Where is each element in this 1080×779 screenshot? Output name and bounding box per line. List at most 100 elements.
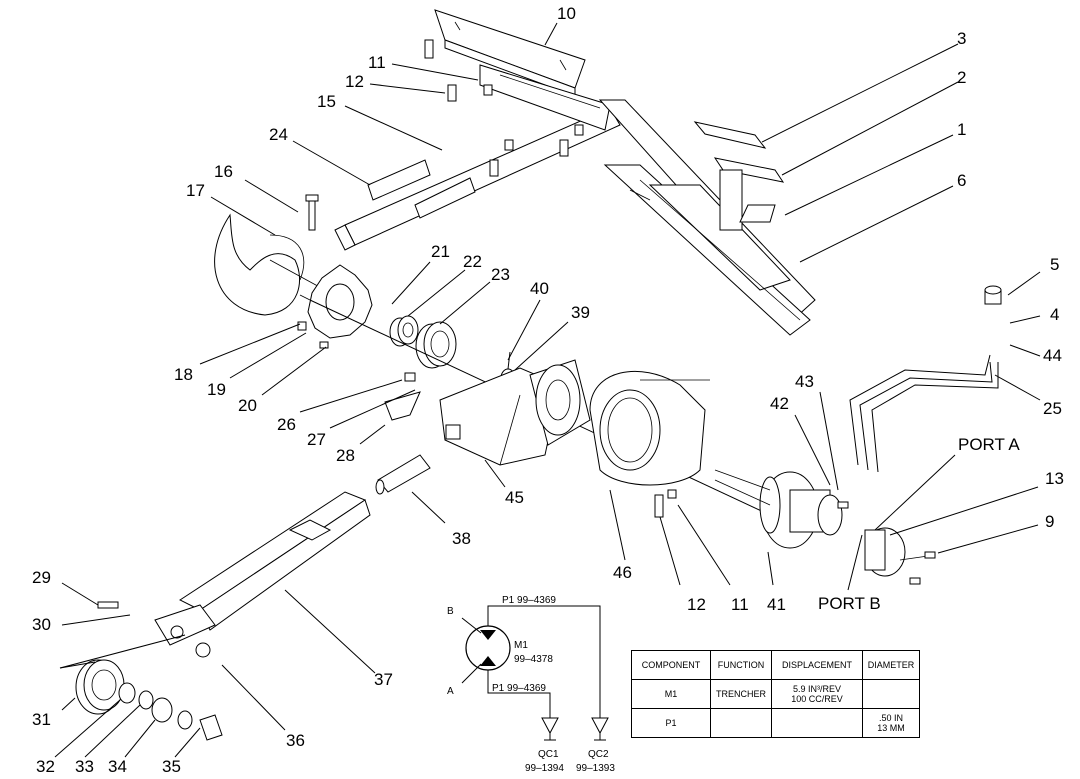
part-24-decals bbox=[367, 159, 476, 219]
callout-22: 22 bbox=[463, 252, 482, 271]
callout-1: 1 bbox=[957, 120, 966, 139]
part-25-hoses bbox=[849, 354, 999, 473]
spec-table-header: COMPONENT FUNCTION DISPLACEMENT DIAMETER bbox=[631, 650, 920, 680]
callout-30: 30 bbox=[32, 615, 51, 634]
callout-19: 19 bbox=[207, 380, 226, 399]
part-23-bearing bbox=[415, 321, 457, 369]
part-31-idler-wheel bbox=[75, 659, 125, 715]
part-37-boom bbox=[178, 491, 371, 631]
cell-displacement: 5.9 IN³/REV 100 CC/REV bbox=[771, 679, 863, 709]
hydraulic-schematic: B A M1 99–4378 P1 99–4369 P1 99–4369 QC1… bbox=[447, 595, 615, 774]
callout-numbers: 10 11 12 15 24 16 17 3 2 1 6 5 4 44 25 2… bbox=[32, 4, 1064, 776]
callout-34: 34 bbox=[108, 757, 127, 776]
part-46-guard bbox=[589, 370, 710, 486]
callout-12-top: 12 bbox=[345, 72, 364, 91]
callout-6: 6 bbox=[957, 171, 966, 190]
part-10-mount-plate bbox=[434, 9, 586, 97]
qc1-part: 99–1394 bbox=[525, 763, 564, 774]
callout-42: 42 bbox=[770, 394, 789, 413]
callout-27: 27 bbox=[307, 430, 326, 449]
diameter-metric: 13 MM bbox=[877, 723, 905, 733]
header-diameter: DIAMETER bbox=[862, 650, 920, 680]
qc2-symbol bbox=[591, 717, 609, 735]
leader-lines bbox=[54, 22, 1041, 758]
part-5-cap bbox=[984, 285, 1002, 305]
qc2-part: 99–1393 bbox=[576, 763, 615, 774]
callout-37: 37 bbox=[374, 670, 393, 689]
callout-17: 17 bbox=[186, 181, 205, 200]
callout-41: 41 bbox=[767, 595, 786, 614]
callout-28: 28 bbox=[336, 446, 355, 465]
callout-11-bottom: 11 bbox=[731, 595, 749, 614]
header-component: COMPONENT bbox=[631, 650, 711, 680]
callout-16: 16 bbox=[214, 162, 233, 181]
motor-part-number: 99–4378 bbox=[514, 654, 553, 665]
motor-arrow-down bbox=[480, 656, 496, 666]
qc1-name: QC1 bbox=[538, 749, 559, 760]
callout-45: 45 bbox=[505, 488, 524, 507]
callout-2: 2 bbox=[957, 68, 966, 87]
callout-13: 13 bbox=[1045, 469, 1064, 488]
callout-20: 20 bbox=[238, 396, 257, 415]
cell-diameter: .50 IN 13 MM bbox=[862, 708, 920, 738]
port-b-label: B bbox=[447, 606, 454, 617]
motor-arrow-up bbox=[480, 630, 496, 640]
callout-11-top: 11 bbox=[368, 53, 386, 72]
part-20-sprocket bbox=[299, 264, 373, 339]
port-a-callout: PORT A bbox=[958, 435, 1020, 454]
callout-24: 24 bbox=[269, 125, 288, 144]
part-45-housing bbox=[439, 367, 561, 466]
callout-31: 31 bbox=[32, 710, 51, 729]
callout-40: 40 bbox=[530, 279, 549, 298]
callout-10: 10 bbox=[557, 4, 576, 23]
callout-12-bottom: 12 bbox=[687, 595, 706, 614]
part-2-3-upright bbox=[693, 121, 785, 231]
callout-35: 35 bbox=[162, 757, 181, 776]
callout-15: 15 bbox=[317, 92, 336, 111]
cell-function bbox=[710, 708, 772, 738]
motor-name: M1 bbox=[514, 640, 528, 651]
part-13-valve bbox=[864, 527, 936, 577]
callout-4: 4 bbox=[1050, 305, 1059, 324]
part-6-frame-assembly bbox=[598, 99, 816, 336]
callout-33: 33 bbox=[75, 757, 94, 776]
header-function: FUNCTION bbox=[710, 650, 772, 680]
callout-25: 25 bbox=[1043, 399, 1062, 418]
cell-component: M1 bbox=[631, 679, 711, 709]
part-16-bolt bbox=[305, 194, 319, 231]
header-displacement: DISPLACEMENT bbox=[771, 650, 863, 680]
callout-9: 9 bbox=[1045, 512, 1054, 531]
cell-displacement bbox=[771, 708, 863, 738]
port-b-callout: PORT B bbox=[818, 594, 881, 613]
callout-44: 44 bbox=[1043, 346, 1062, 365]
callout-38: 38 bbox=[452, 529, 471, 548]
qc1-symbol bbox=[541, 717, 559, 735]
callout-32: 32 bbox=[36, 757, 55, 776]
callout-36: 36 bbox=[286, 731, 305, 750]
part-41-motor bbox=[714, 469, 843, 549]
component-spec-table: COMPONENT FUNCTION DISPLACEMENT DIAMETER… bbox=[631, 650, 920, 738]
part-15-frame-tube bbox=[334, 64, 621, 251]
callout-29: 29 bbox=[32, 568, 51, 587]
part-38-shaft bbox=[375, 454, 431, 495]
callout-26: 26 bbox=[277, 415, 296, 434]
port-a-label: A bbox=[447, 686, 454, 697]
p1-top-label: P1 99–4369 bbox=[502, 595, 556, 606]
displacement-imperial: 5.9 IN³/REV bbox=[792, 684, 841, 694]
callout-5: 5 bbox=[1050, 255, 1059, 274]
callout-18: 18 bbox=[174, 365, 193, 384]
part-36-idler-bracket bbox=[154, 604, 216, 658]
callout-21: 21 bbox=[431, 242, 450, 261]
parts-32-35-bearing-stack bbox=[118, 682, 223, 741]
part-22-hub bbox=[389, 315, 419, 347]
callout-43: 43 bbox=[795, 372, 814, 391]
qc2-name: QC2 bbox=[588, 749, 609, 760]
cell-diameter bbox=[862, 679, 920, 709]
p1-bottom-label: P1 99–4369 bbox=[492, 683, 546, 694]
callout-46: 46 bbox=[613, 563, 632, 582]
callout-3: 3 bbox=[957, 29, 966, 48]
diameter-imperial: .50 IN bbox=[878, 713, 903, 723]
cell-component: P1 bbox=[631, 708, 711, 738]
displacement-metric: 100 CC/REV bbox=[791, 694, 843, 704]
